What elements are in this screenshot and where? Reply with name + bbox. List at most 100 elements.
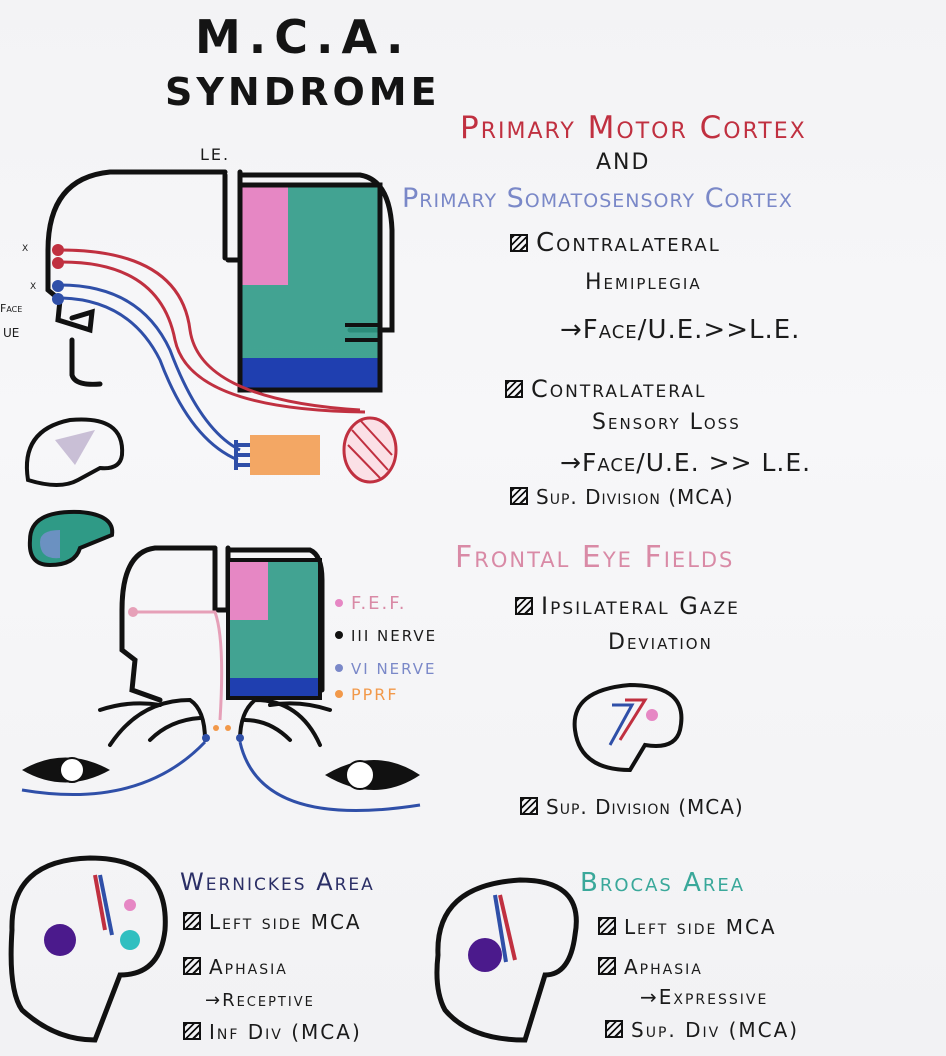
cortex-notch	[345, 323, 380, 342]
bullet-wernicke-inf-text: Inf Div (MCA)	[209, 1020, 362, 1044]
cortex-outline-bottom	[226, 558, 322, 700]
motor-leg-overlay	[240, 185, 288, 285]
checkbox-icon	[510, 487, 528, 505]
cortex-outline-top	[237, 182, 383, 393]
checkbox-icon	[598, 957, 616, 975]
bullet-broca-left-text: Left side MCA	[624, 915, 777, 939]
bullet-ipsilateral-text: Ipsilateral Gaze	[541, 592, 740, 620]
brain-broca	[434, 877, 579, 1043]
brain-icon-fef	[572, 682, 684, 773]
text-face-ue-le-1: →Face/U.E.>>L.E.	[560, 315, 801, 345]
brain-lateral-shade	[55, 430, 95, 465]
bullet-broca-aphasia: Aphasia	[598, 955, 703, 979]
checkbox-icon	[598, 917, 616, 935]
legend-vi: VI NERVE	[335, 660, 437, 678]
text-expressive: →Expressive	[640, 985, 769, 1009]
bullet-wernicke-inf: Inf Div (MCA)	[183, 1020, 362, 1044]
gaze-arrow-right	[238, 741, 421, 812]
legend-pprf-dot	[335, 690, 343, 698]
checkbox-icon	[605, 1020, 623, 1038]
bullet-wernicke-left-text: Left side MCA	[209, 910, 362, 934]
label-face: Face	[0, 302, 23, 315]
bullet-wernicke-left: Left side MCA	[183, 910, 362, 934]
text-receptive: →Receptive	[205, 990, 315, 1011]
label-x1: x	[22, 240, 31, 255]
cranial-nerves	[98, 697, 332, 747]
legend-fef-dot	[335, 599, 343, 607]
wernicke-teal-dot	[120, 930, 140, 950]
bullet-broca-sup: Sup. Div (MCA)	[605, 1018, 799, 1042]
wernicke-area-dot	[44, 924, 76, 956]
heading-frontal-eye-fields: Frontal Eye Fields	[455, 540, 735, 575]
gaze-arrow-left	[21, 740, 207, 796]
checkbox-icon	[515, 597, 533, 615]
fef-overlay	[228, 560, 268, 620]
wernicke-mca-blue	[98, 874, 114, 936]
cortex-lower-band-2	[228, 678, 320, 698]
legend-vi-dot	[335, 664, 343, 672]
muscle-striations	[347, 419, 393, 479]
label-x2: x	[30, 278, 39, 293]
checkbox-icon	[183, 912, 201, 930]
brain-icon-fef-dot	[646, 709, 658, 721]
label-ue: UE	[3, 326, 20, 340]
bullet-broca-left: Left side MCA	[598, 915, 777, 939]
bullet-sup-division-2: Sup. Division (MCA)	[520, 795, 744, 819]
bullet-broca-sup-text: Sup. Div (MCA)	[631, 1018, 800, 1042]
label-le: LE.	[200, 145, 231, 164]
legend-iii: III NERVE	[335, 627, 437, 645]
eye-right	[325, 760, 420, 790]
legend-iii-text: III NERVE	[351, 627, 438, 645]
brain-wernicke	[8, 855, 168, 1043]
sensory-nerve	[234, 440, 250, 470]
bullet-contralateral-2-text: Contralateral	[531, 375, 707, 403]
legend-pprf-text: PPRF	[351, 685, 399, 704]
eye-left	[22, 757, 110, 783]
bullet-sup-division-1-text: Sup. Division (MCA)	[536, 485, 734, 509]
legend-iii-dot	[335, 631, 343, 639]
legend-fef: F.E.F.	[335, 593, 406, 614]
text-deviation: Deviation	[608, 630, 713, 655]
checkbox-icon	[183, 1022, 201, 1040]
cortex-lower-band	[240, 358, 380, 388]
checkbox-icon	[505, 380, 523, 398]
checkbox-icon	[183, 957, 201, 975]
text-sensory-loss: Sensory Loss	[592, 410, 741, 435]
wernicke-pink-dot	[124, 899, 136, 911]
heading-brocas: Brocas Area	[580, 868, 746, 898]
brain-medial-shade	[40, 530, 60, 559]
title-syndrome: SYNDROME	[165, 70, 441, 114]
broca-area-dot	[468, 938, 502, 972]
text-face-ue-le-2: →Face/U.E. >> L.E.	[560, 448, 812, 477]
bullet-sup-division-2-text: Sup. Division (MCA)	[546, 795, 744, 819]
title-mca: M.C.A.	[195, 10, 412, 64]
broca-mca-red	[498, 894, 517, 961]
heading-and: AND	[596, 150, 651, 175]
bullet-sup-division-1: Sup. Division (MCA)	[510, 485, 734, 509]
heading-primary-motor: Primary Motor Cortex	[460, 110, 807, 146]
bullet-contralateral-2: Contralateral	[505, 375, 707, 403]
legend-pprf: PPRF	[335, 685, 399, 704]
sensory-receptor	[250, 435, 320, 475]
checkbox-icon	[510, 234, 528, 252]
fef-start-dot	[128, 607, 138, 617]
bullet-broca-aphasia-text: Aphasia	[624, 955, 703, 979]
brain-lateral-small	[24, 417, 125, 487]
broca-mca-blue	[493, 894, 508, 963]
brain-icon-fef-blue	[608, 703, 635, 746]
wernicke-mca-red	[93, 874, 107, 931]
heading-somatosensory: Primary Somatosensory Cortex	[402, 183, 793, 214]
text-hemiplegia: Hemiplegia	[585, 270, 702, 295]
bullet-contralateral-1-text: Contralateral	[536, 228, 721, 258]
bullet-wernicke-aphasia-text: Aphasia	[209, 955, 288, 979]
heading-wernickes: Wernickes Area	[180, 868, 375, 896]
motor-tracts	[59, 248, 366, 462]
bullet-ipsilateral: Ipsilateral Gaze	[515, 592, 740, 620]
legend-vi-text: VI NERVE	[351, 660, 437, 678]
checkbox-icon	[520, 797, 538, 815]
fef-pathway	[135, 610, 224, 721]
brain-icon-fef-red	[618, 698, 648, 741]
tract-endpoints	[52, 244, 64, 305]
legend-fef-text: F.E.F.	[351, 593, 407, 614]
